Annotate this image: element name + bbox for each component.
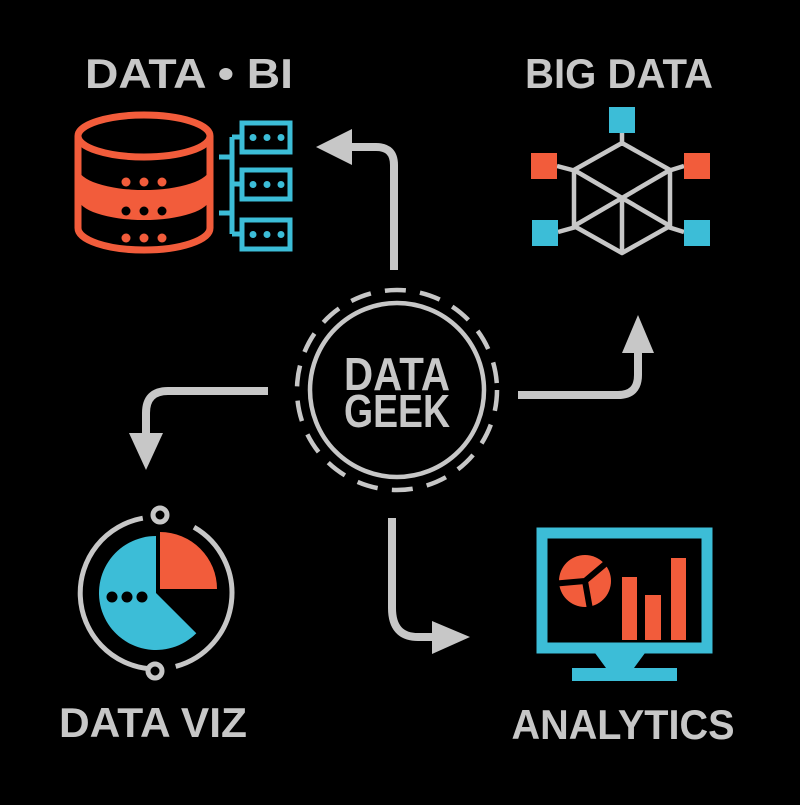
database-dots-row-bottom: [121, 233, 167, 243]
center-text-line2: GEEK: [344, 385, 450, 437]
arrow-to-data-viz: [129, 387, 268, 470]
center-text-line1: DATA: [344, 348, 450, 400]
pie-chart-orbit-icon: [77, 505, 235, 681]
label-data-viz: DATA VIZ: [59, 699, 247, 746]
server-dots: [249, 134, 285, 238]
orbit-ring-top: [150, 505, 170, 525]
label-data-bi: DATA • BI: [85, 50, 293, 97]
node-square-upper-right: [684, 153, 710, 179]
database-dots-row-middle: [121, 206, 167, 216]
label-big-data: BIG DATA: [525, 50, 713, 97]
network-cube-icon: [531, 107, 710, 256]
pie-dots: [106, 591, 148, 603]
orbit-ring-bottom: [145, 661, 165, 681]
node-square-lower-left: [532, 220, 558, 246]
database-dots-row-top: [121, 177, 167, 187]
node-square-lower-right: [684, 220, 710, 246]
screen-bar-chart: [622, 558, 686, 640]
arrow-to-big-data: [518, 315, 654, 399]
arrow-to-data-bi: [316, 129, 398, 270]
arrow-to-analytics: [388, 518, 470, 654]
monitor-charts-icon: [536, 527, 713, 681]
node-square-upper-left: [531, 153, 557, 179]
screen-pie-chart: [557, 555, 611, 609]
connected-servers-icon: [219, 120, 293, 252]
label-analytics: ANALYTICS: [512, 701, 735, 748]
node-square-top: [609, 107, 635, 133]
database-icon: [74, 111, 214, 254]
data-geek-badge: DATA GEEK: [294, 287, 500, 493]
